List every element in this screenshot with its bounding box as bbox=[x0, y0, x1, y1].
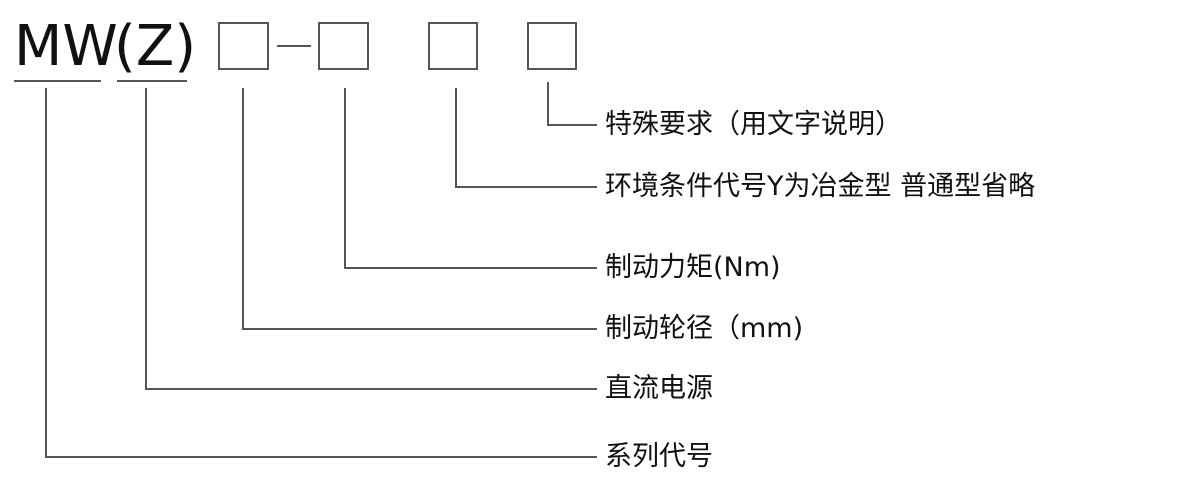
leader-wheel-h bbox=[242, 328, 597, 330]
label-torque: 制动力矩(Nm) bbox=[605, 252, 781, 283]
series-code: MW bbox=[14, 14, 118, 79]
dc-underline bbox=[117, 80, 187, 82]
leader-env-v bbox=[455, 88, 457, 188]
series-underline bbox=[14, 80, 101, 82]
label-environment: 环境条件代号Y为冶金型 普通型省略 bbox=[605, 171, 1036, 202]
label-series-code: 系列代号 bbox=[605, 441, 713, 472]
leader-env-h bbox=[455, 186, 597, 188]
leader-dc-h bbox=[145, 388, 597, 390]
leader-torque-h bbox=[344, 267, 597, 269]
label-special: 特殊要求（用文字说明） bbox=[605, 109, 902, 140]
leader-special-h bbox=[547, 124, 597, 126]
dc-code: (Z) bbox=[114, 14, 197, 79]
dash bbox=[277, 45, 311, 47]
leader-dc-v bbox=[145, 88, 147, 390]
leader-torque-v bbox=[344, 88, 346, 269]
torque-box bbox=[318, 22, 369, 70]
label-dc-power: 直流电源 bbox=[605, 373, 713, 404]
leader-special-v bbox=[547, 82, 549, 126]
leader-wheel-v bbox=[242, 88, 244, 330]
special-box bbox=[527, 22, 577, 70]
wheel-diameter-box bbox=[218, 22, 269, 70]
leader-series-h bbox=[45, 456, 597, 458]
label-wheel-diameter: 制动轮径（mm) bbox=[605, 313, 804, 344]
leader-series-v bbox=[45, 88, 47, 458]
environment-box bbox=[428, 22, 478, 70]
